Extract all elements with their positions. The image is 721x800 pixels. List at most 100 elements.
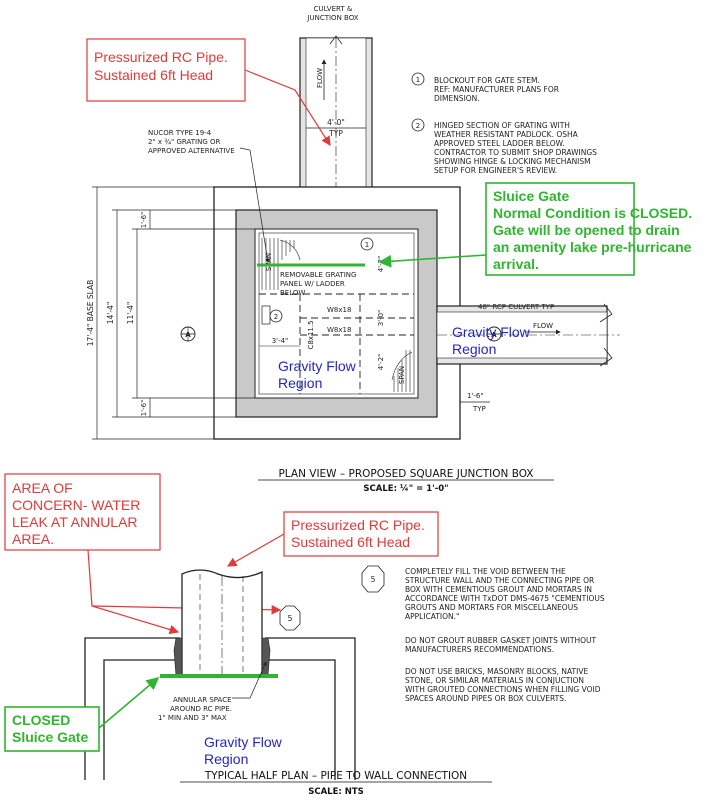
red-arrow-concern-left [87, 549, 180, 635]
plan-title: PLAN VIEW – PROPOSED SQUARE JUNCTION BOX [278, 468, 533, 480]
note-2-marker [411, 118, 425, 132]
note-marker-2-num: 2 [274, 313, 278, 321]
sluice-line2: Normal Condition is CLOSED. [493, 205, 692, 221]
culvert-label: 48" RCP CULVERT TYP [478, 303, 554, 311]
removable-line3: BELOW [280, 289, 305, 297]
dim-17-4: 17'-4" BASE SLAB [86, 280, 95, 346]
closed-line2: Sluice Gate [12, 729, 88, 745]
green-arrow-closed [98, 676, 160, 729]
flow-label-pipe: FLOW [316, 68, 324, 88]
note-marker-1 [360, 237, 374, 251]
annular-line1: ANNULAR SPACE [173, 696, 232, 704]
culvert-region-line1: Gravity Flow [452, 324, 531, 340]
ladder-symbol [261, 305, 271, 325]
left-dimensions [92, 186, 255, 440]
dim-4-0-typ: TYP [328, 129, 343, 138]
half-plan-title: TYPICAL HALF PLAN – PIPE TO WALL CONNECT… [204, 770, 467, 782]
dim-1-6-bottom: 1'-6" [140, 400, 148, 417]
note-2-line2: WEATHER RESISTANT PADLOCK. OSHA [434, 130, 579, 139]
dim-11-4: 11'-4" [126, 302, 135, 325]
concern-line1: AREA OF [12, 480, 73, 496]
note-2-line1: HINGED SECTION OF GRATING WITH [434, 121, 570, 130]
nucor-line3: APPROVED ALTERNATIVE [148, 147, 235, 155]
span-label-bottom: SPAN [398, 366, 406, 384]
note5-p3-l4: SPACES AROUND PIPES OR BOX CULVERTS. [405, 694, 566, 703]
dim-4-2-top: 4'-2" [377, 256, 385, 273]
pipe-section [173, 569, 271, 677]
nucor-line2: 2" x ¾" GRATING OR [148, 138, 220, 146]
red-arrow-top [244, 69, 331, 147]
dim-1-6-top: 1'-6" [140, 212, 148, 229]
note5-p2-l2: MANUFACTURERS RECOMMENDATIONS. [405, 645, 554, 654]
concern-line4: AREA. [12, 531, 54, 547]
dim-1-6-right: 1'-6" [467, 392, 484, 400]
sluice-line5: arrival. [493, 256, 539, 272]
note5-p1-l6: APPLICATION." [405, 612, 460, 621]
dim-14-4: 14'-4" [106, 302, 115, 325]
removable-line1: REMOVABLE GRATING [280, 271, 356, 279]
note-1-line3: DIMENSION. [434, 94, 480, 103]
note-5-marker [361, 565, 385, 593]
incoming-pipe [299, 35, 373, 211]
closed-line1: CLOSED [12, 712, 70, 728]
note5-p1-l2: STRUCTURE WALL AND THE CONNECTING PIPE O… [405, 576, 594, 585]
dim-1-6-right-typ: TYP [472, 405, 486, 413]
wall-section [84, 637, 356, 780]
outlet-culvert [436, 303, 620, 367]
note-2-num: 2 [416, 122, 420, 130]
note-5-marker-pipe [279, 605, 301, 631]
red-callout-bottom-line1: Pressurized RC Pipe. [291, 517, 425, 533]
section-a-left: A [185, 331, 191, 339]
note-1-line2: REF: MANUFACTURER PLANS FOR [434, 85, 559, 94]
note5-p2-l1: DO NOT GROUT RUBBER GASKET JOINTS WITHOU… [405, 636, 596, 645]
plan-scale: SCALE: ¼" = 1'-0" [363, 483, 448, 494]
note5-p1-l5: GROUTS AND MORTARS FOR MISCELLANEOUS [405, 603, 578, 612]
note-2-line5: SHOWING HINGE & LOCKING MECHANISM [434, 157, 591, 166]
green-arrow-sluice [378, 254, 487, 268]
interior-beams [259, 293, 414, 394]
note-2-line6: SETUP FOR ENGINEER'S REVIEW. [434, 166, 557, 175]
note-1-marker [411, 72, 425, 86]
beam-c8: C8x11.5 [307, 320, 315, 349]
sluice-line3: Gate will be opened to drain [493, 222, 680, 238]
note-2-line4: CONTRACTOR TO SUBMIT SHOP DRAWINGS [434, 148, 597, 157]
note5-p3-l3: WITH GROUTED CONNECTIONS WHEN FILLING VO… [405, 685, 601, 694]
annular-line2: AROUND RC PIPE. [170, 705, 232, 713]
removable-line2: PANEL W/ LADDER [280, 280, 345, 288]
flow-label-culvert: FLOW [533, 322, 553, 330]
section-a-right: A [491, 331, 497, 339]
red-callout-bottom [283, 511, 439, 557]
green-callout-sluice [485, 182, 635, 276]
green-callout-closed [4, 706, 100, 752]
note-1-num: 1 [416, 76, 420, 84]
section-marker-right [486, 326, 502, 342]
note-5-num: 5 [371, 575, 376, 584]
red-callout-top [86, 38, 246, 102]
note-1-line1: BLOCKOUT FOR GATE STEM. [434, 76, 540, 85]
note5-p3-l2: STONE, OR SIMILAR MATERIALS IN CONJUCTIO… [405, 676, 584, 685]
note5-p1-l4: ACCORDANCE WITH TxDOT DMS-4675 "CEMENTIO… [405, 594, 605, 603]
concern-line3: LEAK AT ANNULAR [12, 514, 138, 530]
note-2-line3: APPROVED STEEL LADDER BELOW. [434, 139, 565, 148]
nucor-line1: NUCOR TYPE 19-4 [148, 129, 212, 137]
plan-region-line2: Region [278, 375, 322, 391]
top-label-line2: JUNCTION BOX [306, 14, 358, 22]
section-marker-left [180, 326, 196, 342]
note5-p1-l1: COMPLETELY FILL THE VOID BETWEEN THE [405, 567, 566, 576]
red-arrow-bottom [226, 533, 285, 567]
red-callout-bottom-line2: Sustained 6ft Head [291, 534, 410, 550]
dim-4-0: 4'-0" [327, 118, 345, 127]
dim-3-4: 3'-4" [272, 337, 289, 345]
note5-p1-l3: BOX WITH CEMENTIOUS GROUT AND MORTARS IN [405, 585, 592, 594]
dim-3-0: 3'-0" [377, 310, 385, 327]
sluice-line1: Sluice Gate [493, 188, 569, 204]
red-callout-top-line2: Sustained 6ft Head [94, 67, 213, 83]
annular-line3: 1" MIN AND 3" MAX [158, 714, 227, 722]
half-region-line2: Region [204, 751, 248, 767]
note-marker-1-num: 1 [365, 241, 369, 249]
half-region-line1: Gravity Flow [204, 734, 283, 750]
span-label-top: SPAN [265, 253, 273, 271]
concern-line2: CONCERN- WATER [12, 497, 140, 513]
note-5-pipe-num: 5 [288, 614, 293, 623]
